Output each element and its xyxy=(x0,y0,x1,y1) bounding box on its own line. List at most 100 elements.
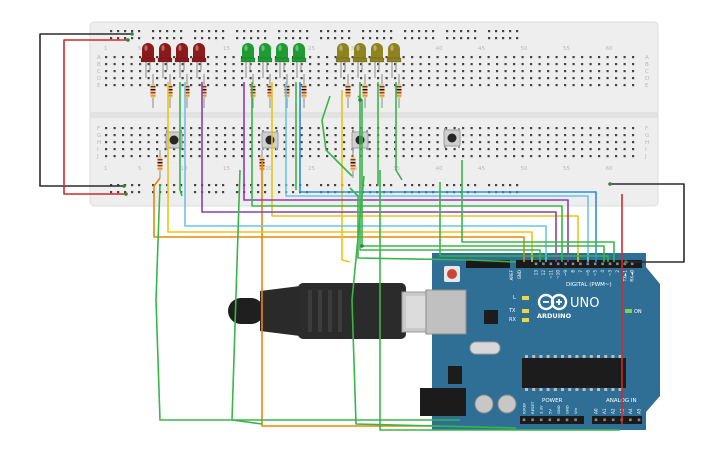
analog-pin-label: A4 xyxy=(628,408,633,414)
power-pin-label: GND xyxy=(565,405,570,414)
led-on-label: ON xyxy=(634,309,642,315)
led xyxy=(291,43,307,78)
wire-yellow xyxy=(341,90,351,263)
digital-pin-label: 12 xyxy=(541,270,546,276)
wire-green xyxy=(155,183,460,421)
power-pin-label: IOREF xyxy=(522,403,527,414)
wire-green xyxy=(379,170,620,431)
row-letter-label: D xyxy=(97,76,101,82)
row-letter-label: D xyxy=(645,76,649,82)
column-number-label: 60 xyxy=(606,46,613,52)
digital-pin-label: 13 xyxy=(534,270,539,276)
arduino-model-text: UNO xyxy=(570,296,599,311)
led xyxy=(174,43,190,78)
analog-header xyxy=(592,416,642,424)
row-letter-label: A xyxy=(645,55,649,61)
wire-light-blue xyxy=(285,82,589,262)
analog-pin-label: A2 xyxy=(611,408,616,414)
led xyxy=(369,43,385,78)
column-number-label: 5 xyxy=(138,166,142,172)
wire-black xyxy=(610,183,685,263)
led xyxy=(191,43,207,78)
row-letter-label: C xyxy=(97,69,101,75)
power-pin-label: Vin xyxy=(573,407,578,414)
digital-pwm-label: DIGITAL (PWM~) xyxy=(566,282,612,288)
digital-pin-label: ~5 xyxy=(593,270,598,277)
row-letter-label: H xyxy=(97,140,101,146)
led-l-indicator xyxy=(522,296,529,300)
atmega-chip xyxy=(522,358,626,388)
column-number-label: 15 xyxy=(223,46,230,52)
column-number-label: 45 xyxy=(478,46,485,52)
resistor xyxy=(157,150,163,178)
resistor xyxy=(396,74,402,108)
led xyxy=(386,43,402,78)
voltage-regulator xyxy=(448,366,462,384)
row-letter-label: G xyxy=(645,133,649,139)
digital-pin-label: ~10 xyxy=(556,270,561,279)
led xyxy=(335,43,351,78)
row-letter-label: F xyxy=(97,126,100,132)
column-number-label: 40 xyxy=(436,166,443,172)
resistor xyxy=(150,74,156,108)
row-letter-label: J xyxy=(96,154,99,160)
digital-pin-label: 7 xyxy=(578,270,583,273)
usb-b-port xyxy=(425,289,467,335)
row-letter-label: E xyxy=(645,83,649,89)
row-letter-label: A xyxy=(97,55,101,61)
led-rx-label: RX xyxy=(509,317,516,323)
wire-green xyxy=(461,160,615,262)
usb-cable-strain-relief xyxy=(228,298,264,324)
wire-green xyxy=(349,187,517,263)
row-letter-label: I xyxy=(645,147,647,153)
led-rx-indicator xyxy=(522,318,529,322)
column-number-label: 55 xyxy=(563,166,570,172)
arduino-logo-text: ARDUINO xyxy=(537,312,572,320)
led-tx-indicator xyxy=(522,309,529,313)
column-number-label: 20 xyxy=(266,166,273,172)
digital-pin-label: RX◄0 xyxy=(630,270,635,282)
column-number-label: 15 xyxy=(223,166,230,172)
resistor xyxy=(379,74,385,108)
wire-yellow xyxy=(167,82,533,262)
power-pin-label: 3.3V xyxy=(539,405,544,414)
led xyxy=(240,43,256,78)
row-letter-label: F xyxy=(645,126,648,132)
column-number-label: 25 xyxy=(308,166,315,172)
wire-green xyxy=(179,82,183,197)
wire-blue xyxy=(299,82,597,262)
dc-barrel-jack xyxy=(420,388,466,416)
gnd-pin-label: GND xyxy=(517,270,522,279)
led xyxy=(257,43,273,78)
analog-pin-label: A5 xyxy=(637,408,642,414)
digital-pin-label: TX►1 xyxy=(622,270,627,283)
atmega-chip-pins xyxy=(525,355,622,391)
pushbutton xyxy=(261,130,279,150)
digital-pin-label: 2 xyxy=(615,270,620,273)
row-letter-label: H xyxy=(645,140,649,146)
digital-pin-label: ~3 xyxy=(608,270,613,277)
column-number-label: 1 xyxy=(104,166,108,172)
row-letter-label: B xyxy=(645,62,649,68)
column-number-label: 25 xyxy=(308,46,315,52)
wire-purple xyxy=(201,82,557,262)
column-number-label: 60 xyxy=(606,166,613,172)
power-pin-label: GND xyxy=(556,405,561,414)
capacitor-1 xyxy=(474,394,494,414)
pushbutton xyxy=(165,130,183,150)
led-on-indicator xyxy=(625,309,632,313)
digital-header-left xyxy=(466,260,510,268)
row-letter-label: G xyxy=(97,133,101,139)
power-label: POWER xyxy=(542,398,563,404)
led-tx-label: TX xyxy=(508,308,516,314)
digital-pin-label: ~11 xyxy=(548,270,553,279)
column-number-label: 40 xyxy=(436,46,443,52)
wire-green xyxy=(321,95,353,177)
power-header xyxy=(520,416,584,424)
row-letter-label: C xyxy=(645,69,649,75)
led xyxy=(157,43,173,78)
wire-green xyxy=(251,82,563,262)
